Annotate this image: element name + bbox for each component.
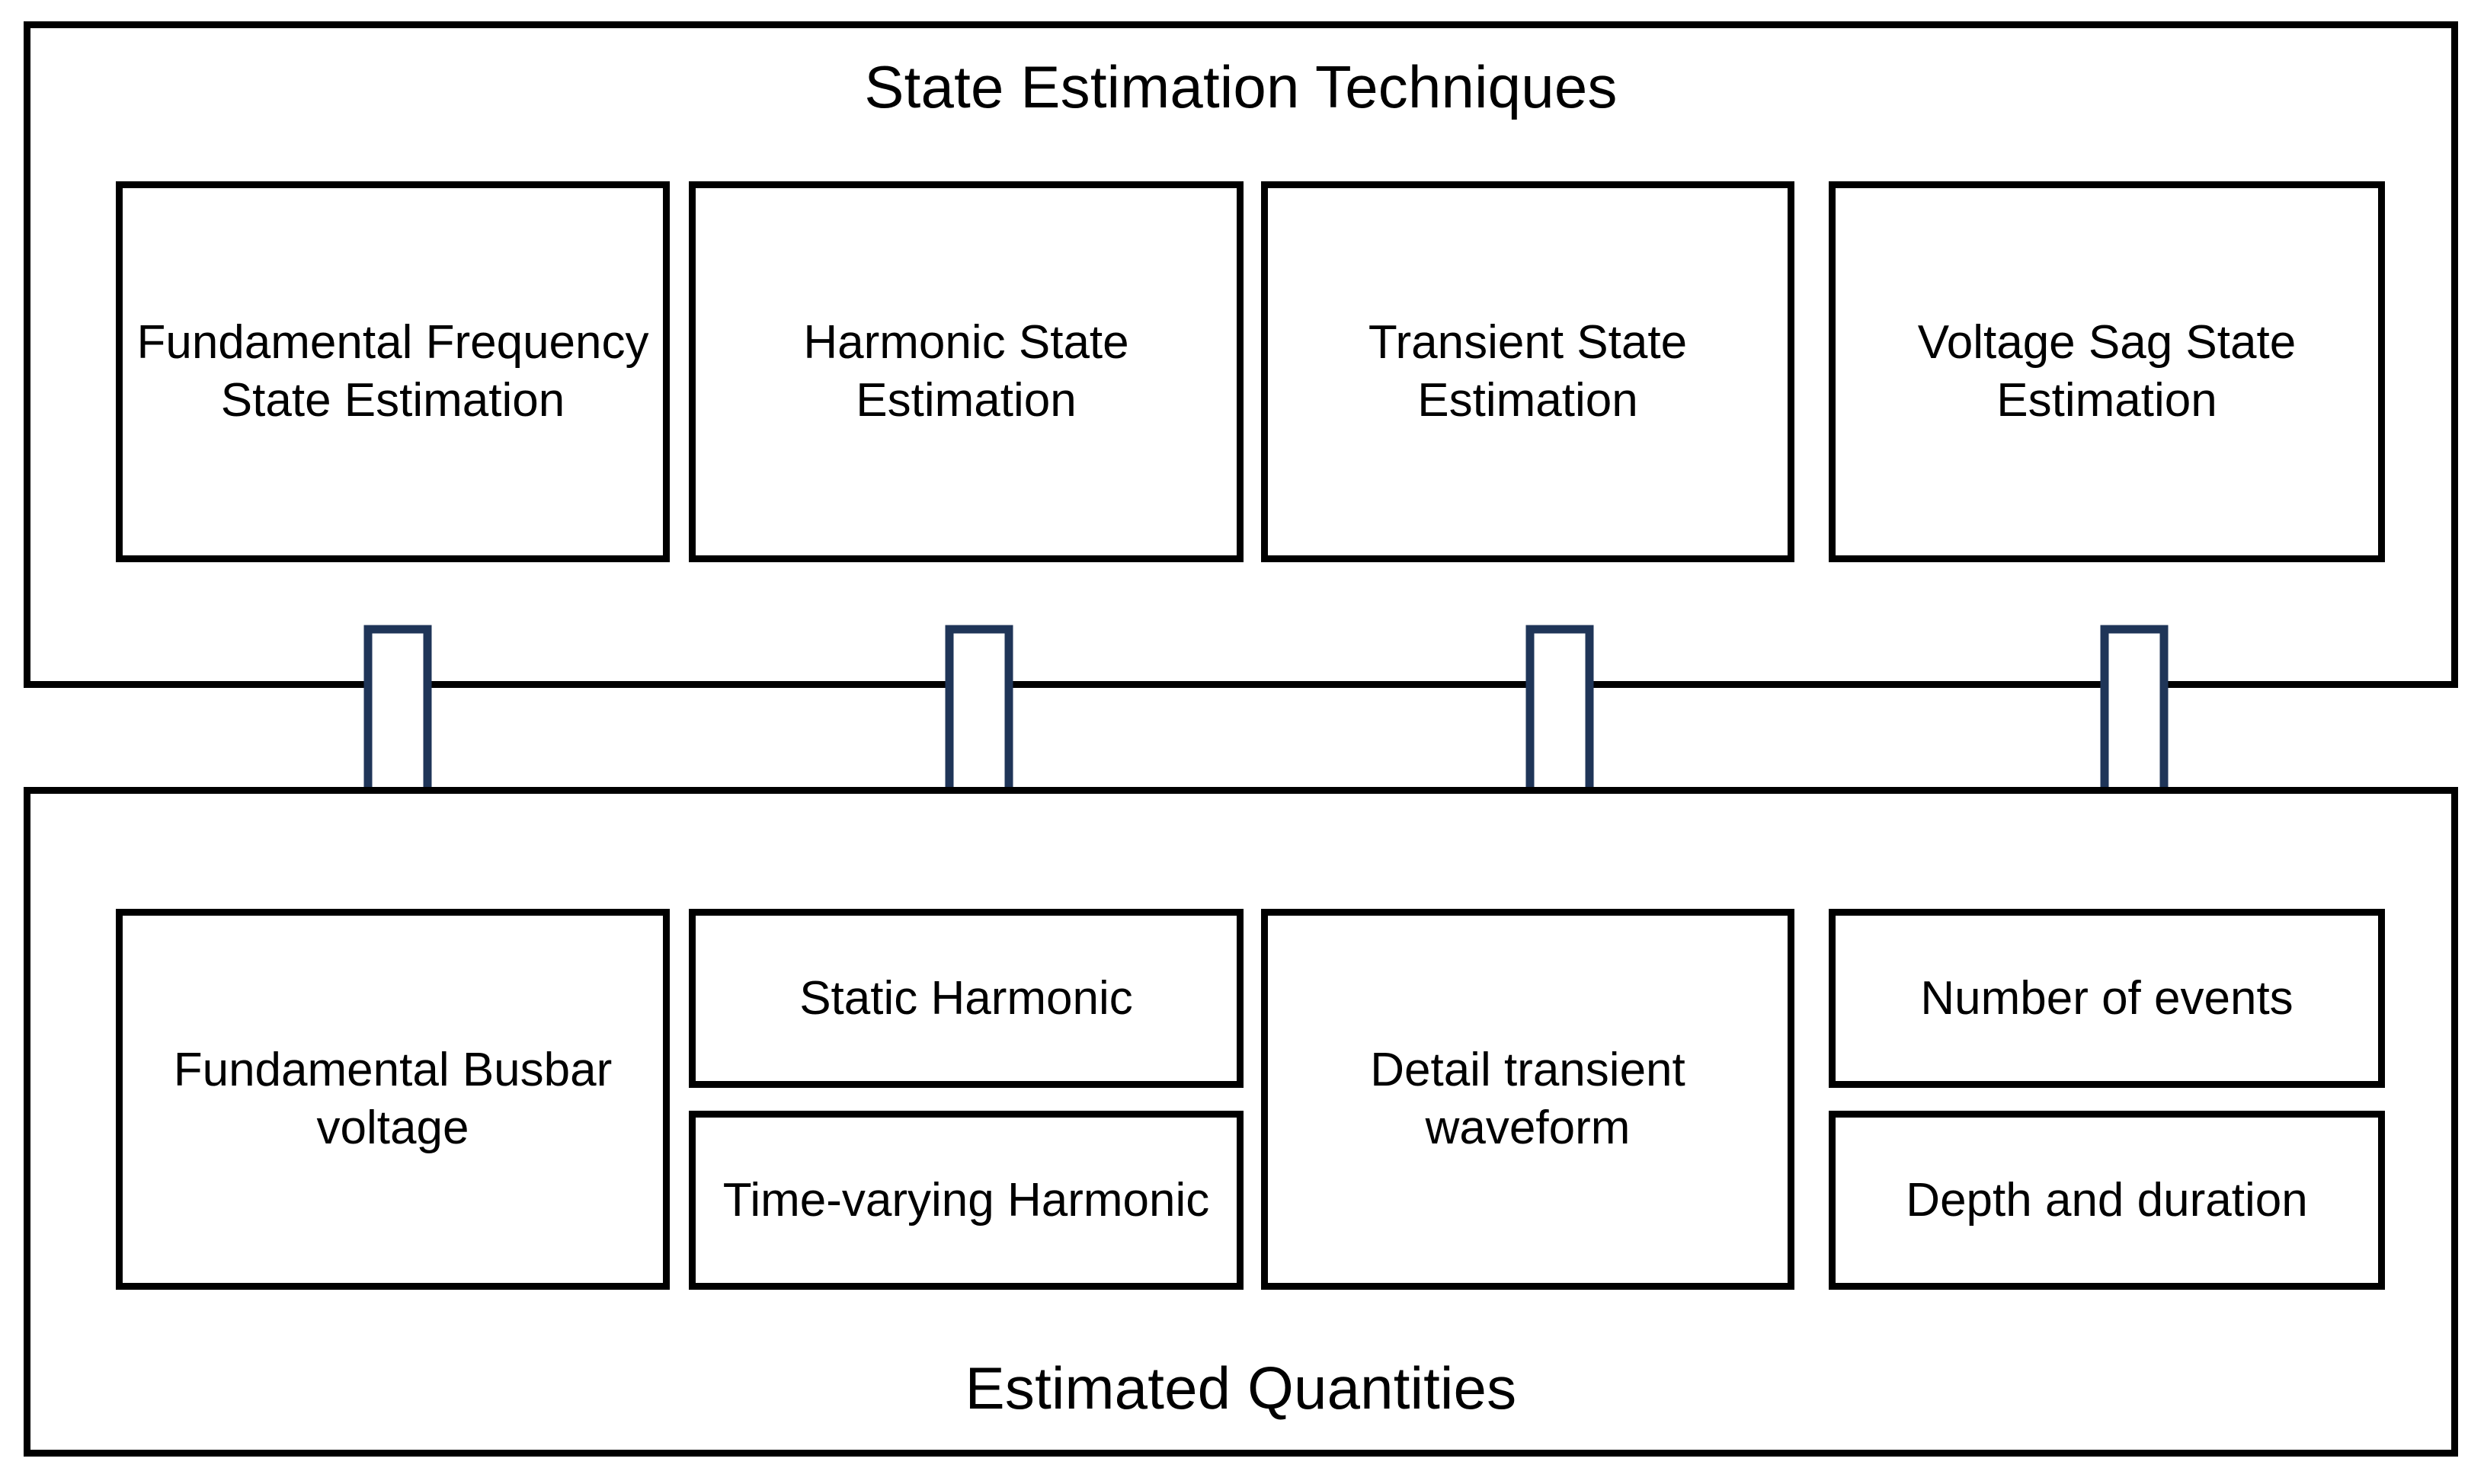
technique-label: Harmonic State Estimation <box>803 316 1129 427</box>
technique-box-harmonic-state-estimation: Harmonic State Estimation <box>689 181 1244 562</box>
quantity-box-number-of-events: Number of events <box>1829 909 2385 1088</box>
quantity-label: Static Harmonic <box>799 971 1133 1025</box>
quantity-box-static-harmonic: Static Harmonic <box>689 909 1244 1088</box>
quantity-label: Detail transient waveform <box>1370 1044 1685 1154</box>
quantity-label: Fundamental Busbar voltage <box>173 1044 613 1154</box>
quantities-group-title: Estimated Quantities <box>965 1354 1517 1422</box>
quantity-box-detail-transient-waveform: Detail transient waveform <box>1261 909 1794 1290</box>
technique-label: Fundamental Frequency State Estimation <box>136 316 649 427</box>
technique-box-voltage-sag-state-estimation: Voltage Sag State Estimation <box>1829 181 2385 562</box>
techniques-group-title: State Estimation Techniques <box>864 53 1618 120</box>
technique-label: Voltage Sag State Estimation <box>1917 316 2297 427</box>
quantity-label: Number of events <box>1920 971 2294 1025</box>
quantity-box-time-varying-harmonic: Time-varying Harmonic <box>689 1111 1244 1290</box>
technique-box-transient-state-estimation: Transient State Estimation <box>1261 181 1794 562</box>
technique-label: Transient State Estimation <box>1368 316 1688 427</box>
quantity-label: Depth and duration <box>1906 1173 2308 1227</box>
quantity-box-depth-and-duration: Depth and duration <box>1829 1111 2385 1290</box>
quantity-box-fundamental-busbar-voltage: Fundamental Busbar voltage <box>116 909 670 1290</box>
technique-box-fundamental-frequency-state-estimation: Fundamental Frequency State Estimation <box>116 181 670 562</box>
quantity-label: Time-varying Harmonic <box>722 1173 1210 1227</box>
